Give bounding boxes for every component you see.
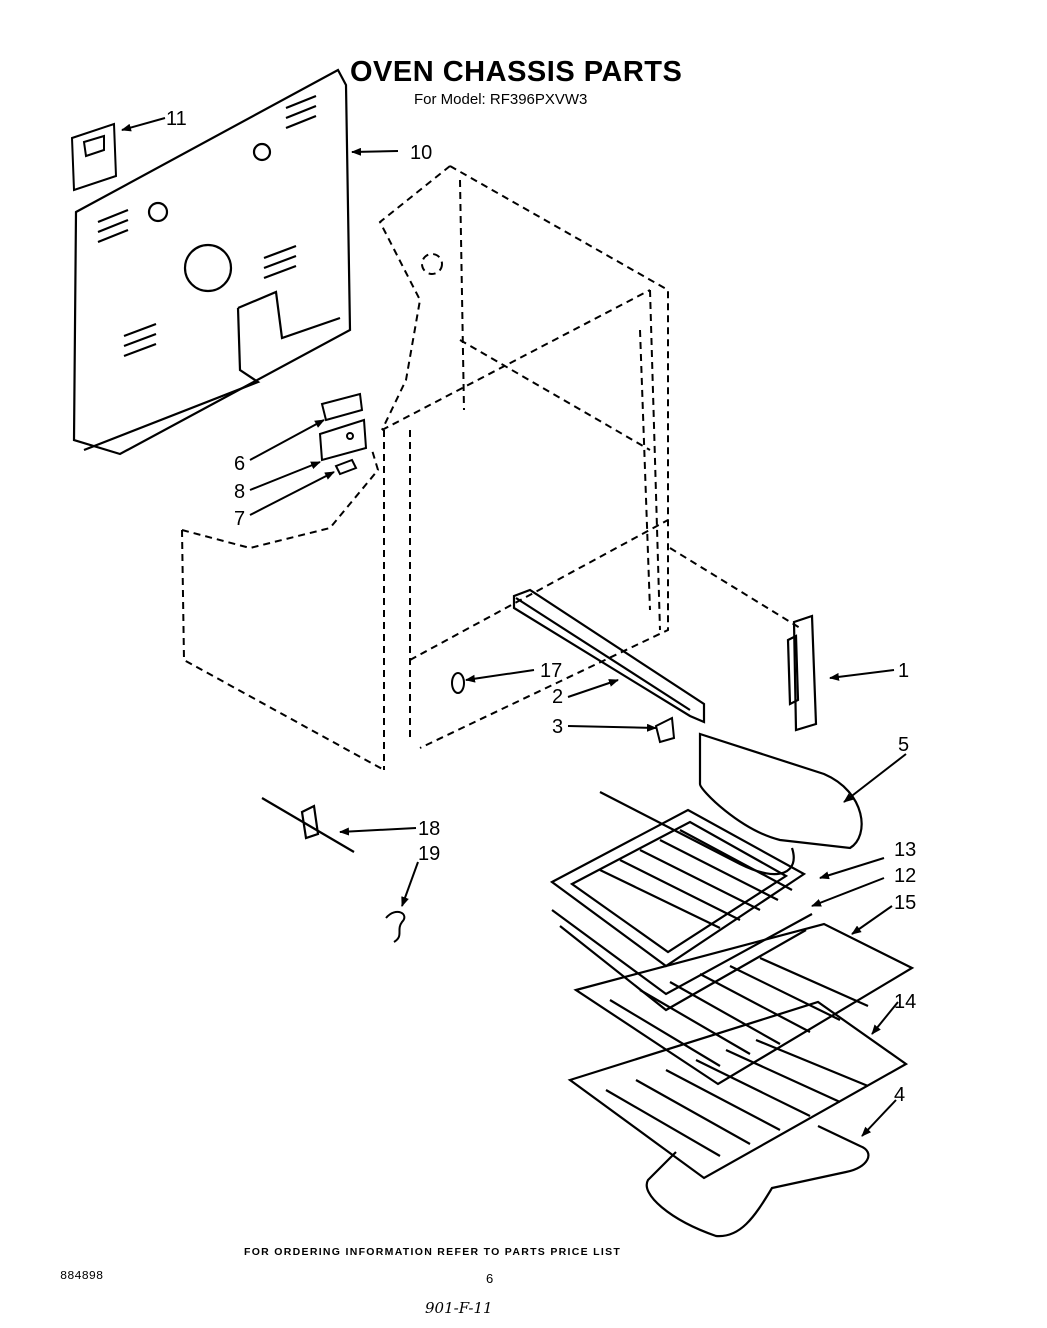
part-18-sensor (261, 797, 355, 853)
part-19-wire-tie (385, 910, 406, 943)
part-17-plug (451, 672, 465, 694)
callout-2: 2 (552, 686, 563, 708)
document-code: 884898 (60, 1269, 104, 1283)
callout-5: 5 (898, 734, 909, 756)
part-3-clip (654, 716, 676, 744)
callout-11: 11 (166, 108, 187, 130)
part-4-bake-element (645, 1125, 870, 1238)
page-title: OVEN CHASSIS PARTS (350, 56, 683, 88)
part-11-bracket (70, 122, 118, 192)
parts-13-12-broiler-pan (549, 808, 813, 1012)
callout-18: 18 (418, 818, 440, 840)
oven-chassis-frame (181, 165, 801, 771)
part-2-rail (512, 588, 706, 724)
callout-14: 14 (894, 991, 916, 1013)
part-5-broil-element (599, 732, 863, 876)
callout-8: 8 (234, 481, 245, 503)
callout-19: 19 (418, 843, 440, 865)
callout-6: 6 (234, 453, 245, 475)
part-10-rear-panel (72, 68, 352, 456)
callout-12: 12 (894, 865, 916, 887)
callout-17: 17 (540, 660, 562, 682)
callout-15: 15 (894, 892, 916, 914)
callout-4: 4 (894, 1084, 905, 1106)
parts-6-8-7 (318, 392, 368, 476)
callout-3: 3 (552, 716, 563, 738)
model-subtitle: For Model: RF396PXVW3 (414, 91, 588, 108)
leader-lines (121, 117, 907, 1137)
callout-7: 7 (234, 508, 245, 530)
page-number: 6 (486, 1271, 494, 1286)
callout-labels: 11 10 6 8 7 17 2 3 1 5 18 19 13 12 15 14… (166, 108, 916, 1106)
part-1-side-bracket (786, 614, 818, 732)
parts-15-14-oven-racks (567, 922, 915, 1180)
callout-10: 10 (410, 142, 432, 164)
handwritten-note: 901-F-11 (425, 1299, 493, 1317)
callout-13: 13 (894, 839, 916, 861)
callout-1: 1 (898, 660, 909, 682)
ordering-note: FOR ORDERING INFORMATION REFER TO PARTS … (244, 1246, 622, 1258)
